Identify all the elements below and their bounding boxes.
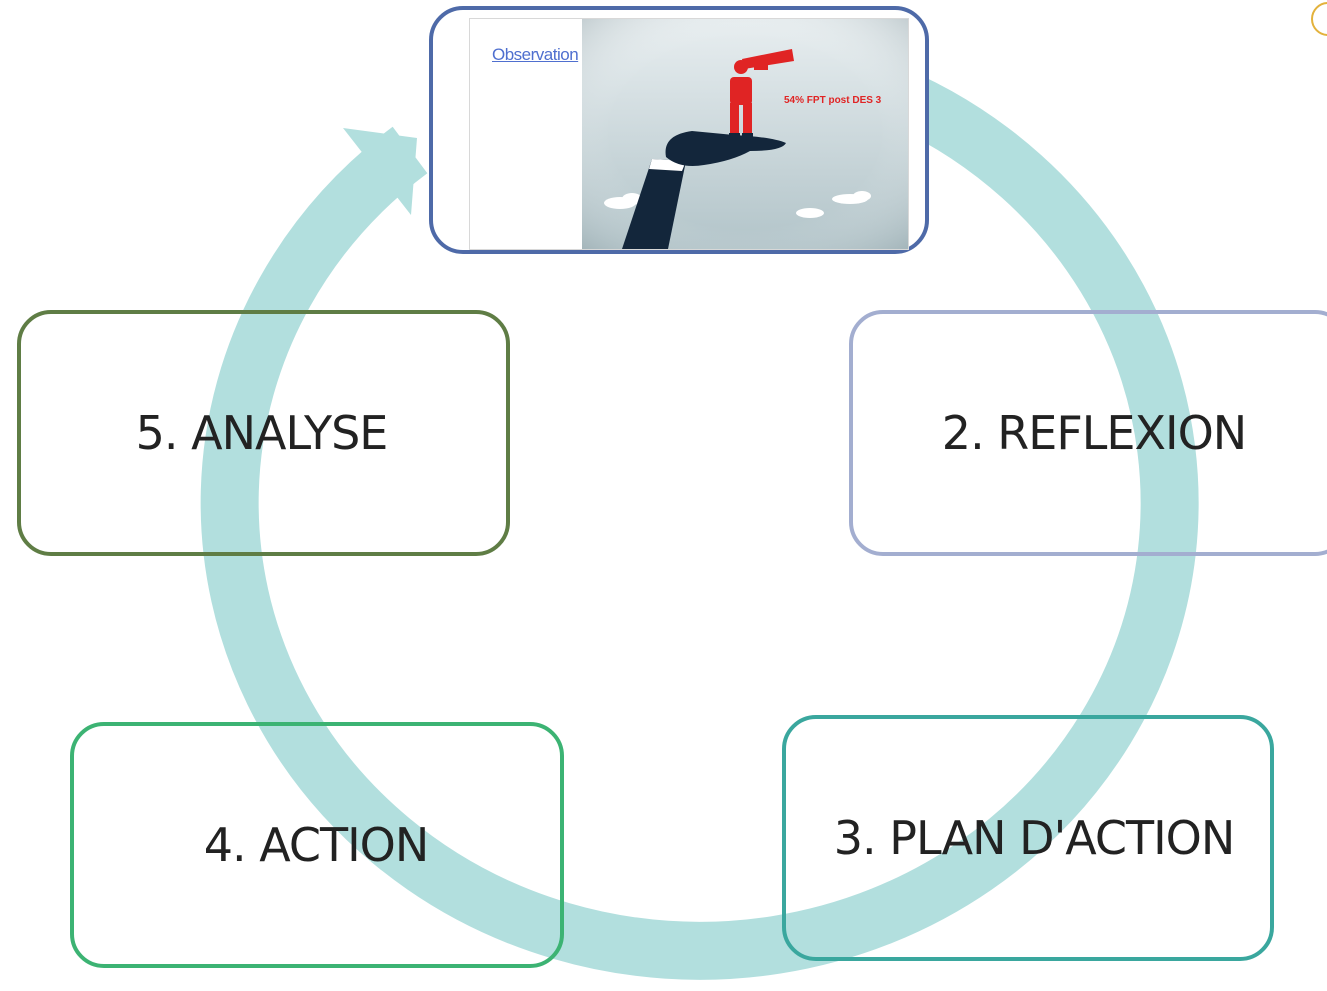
- clouds: [604, 191, 871, 218]
- hand: [665, 131, 786, 166]
- step-plan-box: 3. PLAN D'ACTION: [782, 715, 1274, 961]
- sleeve: [622, 159, 686, 249]
- cycle-arrowhead: [343, 128, 417, 215]
- step-observation-box: Observation: [429, 6, 929, 254]
- step-action-label: 4. ACTION: [203, 818, 430, 872]
- step-analyse-label: 5. ANALYSE: [135, 406, 389, 460]
- step-analyse-box: 5. ANALYSE: [17, 310, 510, 556]
- step-reflexion-box: 2. REFLEXION: [849, 310, 1327, 556]
- step-action-box: 4. ACTION: [70, 722, 564, 968]
- step-reflexion-label: 2. REFLEXION: [941, 406, 1247, 460]
- businessman-telescope-on-hand-icon: 54% FPT post DES 3: [582, 19, 908, 249]
- red-figure: [730, 49, 794, 135]
- observation-link[interactable]: Observation: [492, 45, 579, 64]
- observation-slide-thumbnail[interactable]: Observation: [469, 18, 909, 250]
- observation-caption: 54% FPT post DES 3: [784, 95, 882, 106]
- step-plan-label: 3. PLAN D'ACTION: [833, 811, 1236, 865]
- cycle-ring: [200, 52, 1199, 980]
